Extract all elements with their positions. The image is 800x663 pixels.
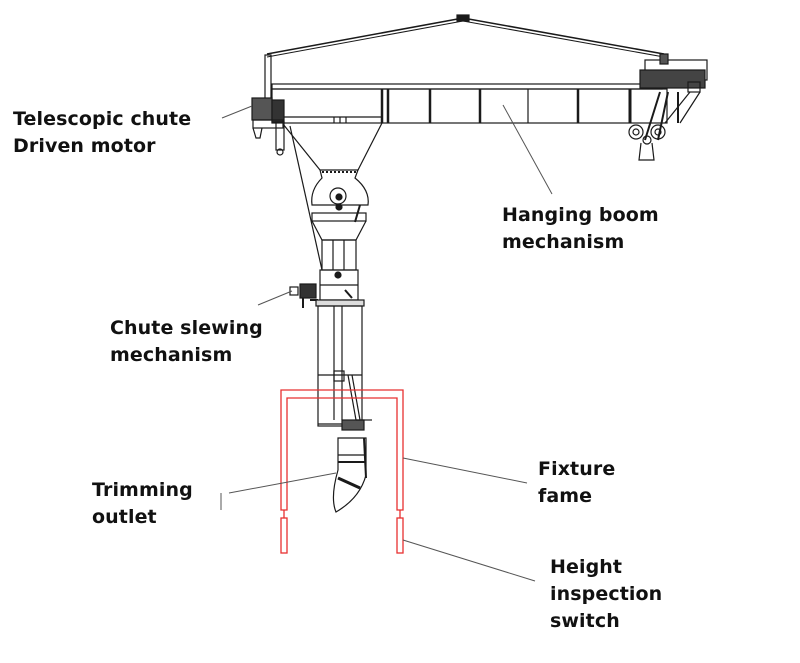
height-inspection-switch-left (280, 517, 288, 554)
leader-telescopic-chute-motor (221, 105, 253, 119)
label-hanging-boom-mechanism: Hanging boom mechanism (502, 202, 659, 256)
label-line: Chute slewing (110, 317, 263, 339)
hopper-drum (311, 169, 369, 241)
chute-slewing-motor (289, 283, 318, 308)
label-line: mechanism (502, 231, 625, 253)
label-fixture-fame: Fixture fame (538, 456, 615, 510)
leader-fixture-frame (402, 457, 528, 484)
tie-rod-left (266, 17, 464, 58)
label-line: Height (550, 556, 623, 578)
label-line: outlet (92, 506, 157, 528)
label-line: switch (550, 610, 620, 632)
label-line: Hanging boom (502, 204, 659, 226)
tie-rod-right (462, 17, 665, 58)
label-height-inspection-switch: Height inspection switch (550, 554, 662, 635)
telescopic-chute (315, 299, 365, 427)
hopper-supports (282, 122, 383, 271)
hanging-boom (271, 83, 668, 124)
label-line: fame (538, 485, 593, 507)
leader-chute-slewing (257, 290, 293, 306)
leader-trimming-outlet (228, 472, 337, 494)
label-line: Fixture (538, 458, 616, 480)
fixture-frame (280, 389, 404, 554)
label-chute-slewing-mechanism: Chute slewing mechanism (110, 315, 263, 369)
label-line: Driven motor (13, 135, 156, 157)
left-mast (264, 54, 272, 101)
height-inspection-switch-right (396, 517, 404, 554)
telescopic-chute-motor-assembly (251, 97, 285, 156)
label-line: Telescopic chute (13, 108, 192, 130)
trimming-outlet-spout (332, 419, 372, 513)
leader-hanging-boom (502, 104, 553, 195)
label-trimming-outlet: Trimming outlet (92, 477, 193, 531)
leader-height-switch (402, 539, 536, 582)
label-line: mechanism (110, 344, 233, 366)
upper-chute (319, 239, 359, 301)
apex-joint (456, 14, 470, 22)
label-line: inspection (550, 583, 663, 605)
label-telescopic-chute-driven-motor: Telescopic chute Driven motor (13, 106, 191, 160)
boom-end-machinery (628, 53, 708, 161)
label-line: Trimming (92, 479, 193, 501)
